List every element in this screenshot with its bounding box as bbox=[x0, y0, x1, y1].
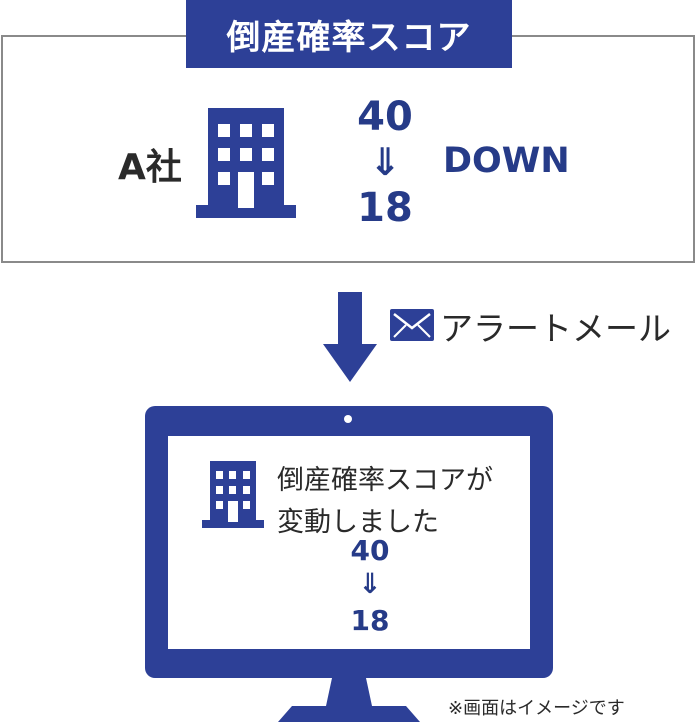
monitor-message-line2: 変動しました bbox=[277, 507, 439, 538]
monitor-score-after: 18 bbox=[350, 604, 390, 637]
score-before: 40 bbox=[357, 94, 413, 140]
alert-mail-label: アラートメール bbox=[440, 309, 671, 348]
flow-arrow-icon bbox=[323, 292, 377, 382]
small-building-icon bbox=[202, 461, 264, 528]
monitor-score-before: 40 bbox=[350, 534, 390, 567]
title-tag: 倒産確率スコア bbox=[186, 0, 512, 68]
building-icon bbox=[196, 108, 296, 218]
company-label: A社 bbox=[118, 147, 182, 188]
monitor-message-line1: 倒産確率スコアが bbox=[277, 465, 493, 496]
envelope-icon bbox=[390, 309, 434, 341]
down-arrow-icon: ⇓ bbox=[369, 140, 401, 184]
monitor-down-arrow-icon: ⇓ bbox=[358, 567, 382, 600]
footnote: ※画面はイメージです bbox=[448, 698, 625, 719]
score-status: DOWN bbox=[443, 141, 570, 181]
score-after: 18 bbox=[357, 185, 413, 231]
